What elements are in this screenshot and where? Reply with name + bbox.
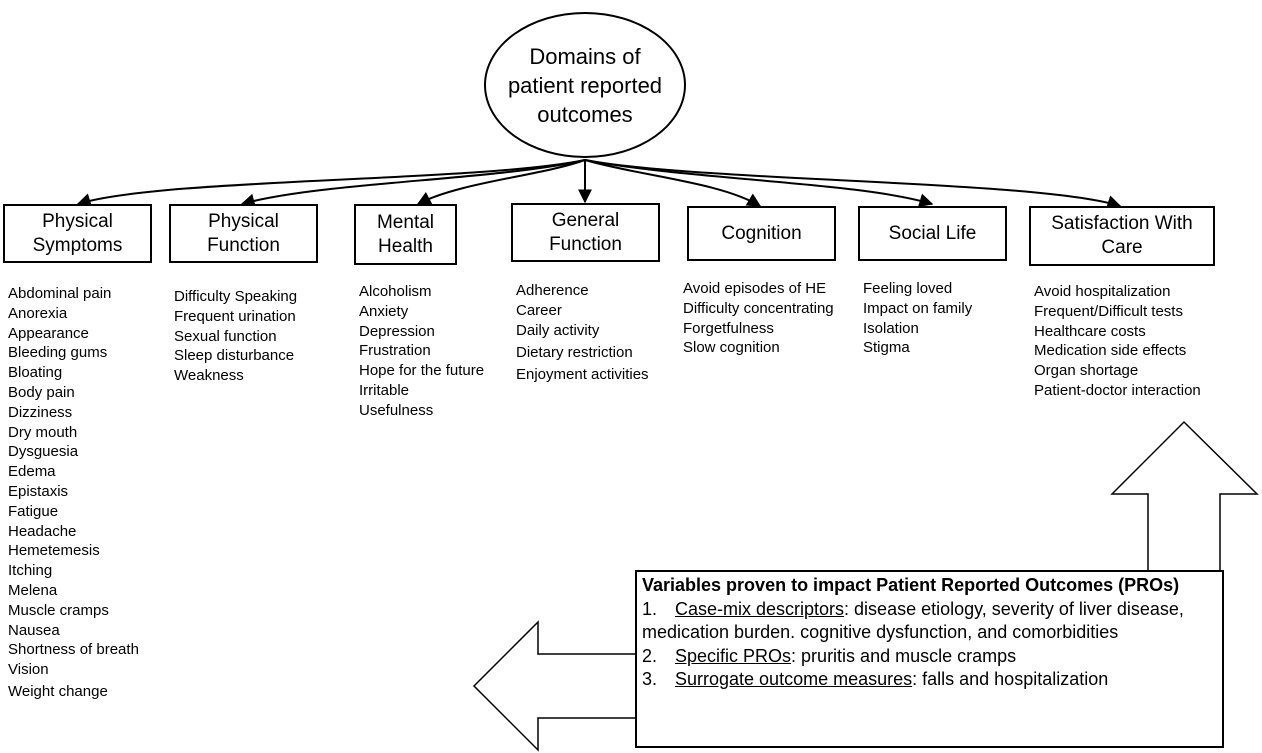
list-item: Avoid episodes of HE: [683, 280, 827, 297]
list-item: Sexual function: [174, 327, 277, 345]
general-function-list: Adherence Career Daily activity Dietary …: [516, 281, 649, 385]
arrow-to-mental-health: [416, 159, 586, 205]
list-item: Difficulty Speaking: [174, 288, 298, 305]
list-item: Sleep disturbance: [174, 347, 295, 365]
entry-term: Specific PROs: [675, 645, 792, 666]
list-item: Enjoyment activities: [516, 366, 649, 384]
domain-title: Physical Symptoms: [32, 210, 123, 256]
arrow-to-satisfaction-with-care: [584, 159, 1122, 209]
list-item: Nausea: [8, 621, 60, 639]
physical-symptoms-list: Abdominal pain Anorexia Appearance Bleed…: [8, 284, 139, 702]
domain-satisfaction-with-care: Satisfaction With Care: [1029, 206, 1215, 266]
entry-text: : disease etiology, severity of liver di…: [642, 598, 1184, 643]
list-item: Feeling loved: [863, 280, 953, 297]
list-item: Headache: [8, 522, 77, 540]
root-label: Domains of patient reported outcomes: [507, 43, 663, 127]
list-item: Irritable: [359, 381, 410, 399]
root-node: Domains of patient reported outcomes: [484, 12, 686, 158]
domain-general-function: General Function: [511, 203, 660, 262]
list-item: Edema: [8, 463, 56, 481]
entry-number: 3.: [642, 669, 658, 689]
variables-title: Variables proven to impact Patient Repor…: [642, 575, 1180, 595]
list-item: Isolation: [863, 319, 919, 337]
domain-title: Cognition: [721, 222, 802, 244]
list-item: Weight change: [8, 682, 108, 700]
domain-title: Social Life: [888, 222, 977, 244]
list-item: Dizziness: [8, 403, 73, 421]
domain-social-life: Social Life: [858, 206, 1007, 261]
list-item: Patient-doctor interaction: [1034, 381, 1201, 399]
list-item: Adherence: [516, 282, 589, 299]
list-item: Difficulty concentrating: [683, 299, 834, 317]
list-item: Bloating: [8, 364, 63, 382]
list-item: Forgetfulness: [683, 319, 774, 337]
domain-cognition: Cognition: [687, 206, 836, 261]
list-item: Usefulness: [359, 401, 434, 419]
variables-entry: 3. Surrogate outcome measures: falls and …: [642, 668, 1216, 692]
entry-text: : falls and hospitalization: [912, 669, 1109, 689]
list-item: Alcoholism: [359, 283, 432, 300]
list-item: Healthcare costs: [1034, 322, 1146, 340]
arrow-to-physical-function: [240, 159, 586, 208]
satisfaction-with-care-list: Avoid hospitalization Frequent/Difficult…: [1034, 282, 1201, 401]
list-item: Avoid hospitalization: [1034, 283, 1171, 300]
list-item: Fatigue: [8, 502, 59, 520]
list-item: Depression: [359, 322, 435, 340]
list-item: Dietary restriction: [516, 344, 633, 362]
list-item: Dry mouth: [8, 423, 78, 441]
entry-text: : pruritis and muscle cramps: [791, 645, 1017, 666]
domain-title: Physical Function: [207, 210, 280, 256]
list-item: Muscle cramps: [8, 601, 109, 619]
list-item: Shortness of breath: [8, 641, 139, 659]
list-item: Slow cognition: [683, 339, 780, 357]
left-block-arrow: [472, 620, 636, 752]
entry-number: 2.: [642, 645, 658, 666]
list-item: Appearance: [8, 324, 89, 342]
social-life-list: Feeling loved Impact on family Isolation…: [863, 279, 972, 358]
cognition-list: Avoid episodes of HE Difficulty concentr…: [683, 279, 834, 358]
domain-physical-function: Physical Function: [169, 204, 318, 263]
list-item: Daily activity: [516, 321, 600, 339]
entry-term: Surrogate outcome measures: [675, 669, 913, 689]
list-item: Organ shortage: [1034, 362, 1139, 380]
list-item: Frequent/Difficult tests: [1034, 302, 1183, 320]
up-block-arrow: [1110, 420, 1259, 570]
list-item: Bleeding gums: [8, 344, 108, 362]
list-item: Stigma: [863, 339, 910, 357]
variables-box: Variables proven to impact Patient Repor…: [635, 570, 1224, 748]
domain-title: General Function: [549, 209, 622, 255]
list-item: Frustration: [359, 342, 431, 360]
variables-entry: 2. Specific PROs: pruritis and muscle cra…: [642, 645, 1216, 669]
list-item: Frequent urination: [174, 307, 296, 325]
domain-title: Satisfaction With Care: [1051, 213, 1193, 258]
list-item: Vision: [8, 661, 49, 679]
domain-mental-health: Mental Health: [354, 204, 457, 265]
list-item: Melena: [8, 581, 58, 599]
list-item: Hemetemesis: [8, 542, 100, 560]
arrow-to-physical-symptoms: [76, 159, 586, 207]
list-item: Epistaxis: [8, 482, 69, 500]
list-item: Abdominal pain: [8, 285, 112, 302]
list-item: Impact on family: [863, 299, 973, 317]
arrow-to-cognition: [584, 159, 762, 207]
list-item: Hope for the future: [359, 362, 485, 380]
physical-function-list: Difficulty Speaking Frequent urination S…: [174, 287, 297, 386]
domain-title: Mental Health: [376, 211, 435, 257]
variables-entry: 1. Case-mix descriptors: disease etiology…: [642, 598, 1216, 645]
domain-physical-symptoms: Physical Symptoms: [3, 204, 152, 263]
list-item: Body pain: [8, 383, 75, 401]
list-item: Career: [516, 301, 562, 319]
list-item: Weakness: [174, 367, 244, 385]
mental-health-list: Alcoholism Anxiety Depression Frustratio…: [359, 282, 484, 421]
list-item: Itching: [8, 562, 53, 580]
entry-term: Case-mix descriptors: [675, 598, 845, 619]
entry-number: 1.: [642, 598, 658, 619]
list-item: Medication side effects: [1034, 342, 1187, 360]
list-item: Anorexia: [8, 304, 68, 322]
list-item: Anxiety: [359, 302, 409, 320]
list-item: Dysguesia: [8, 443, 79, 461]
